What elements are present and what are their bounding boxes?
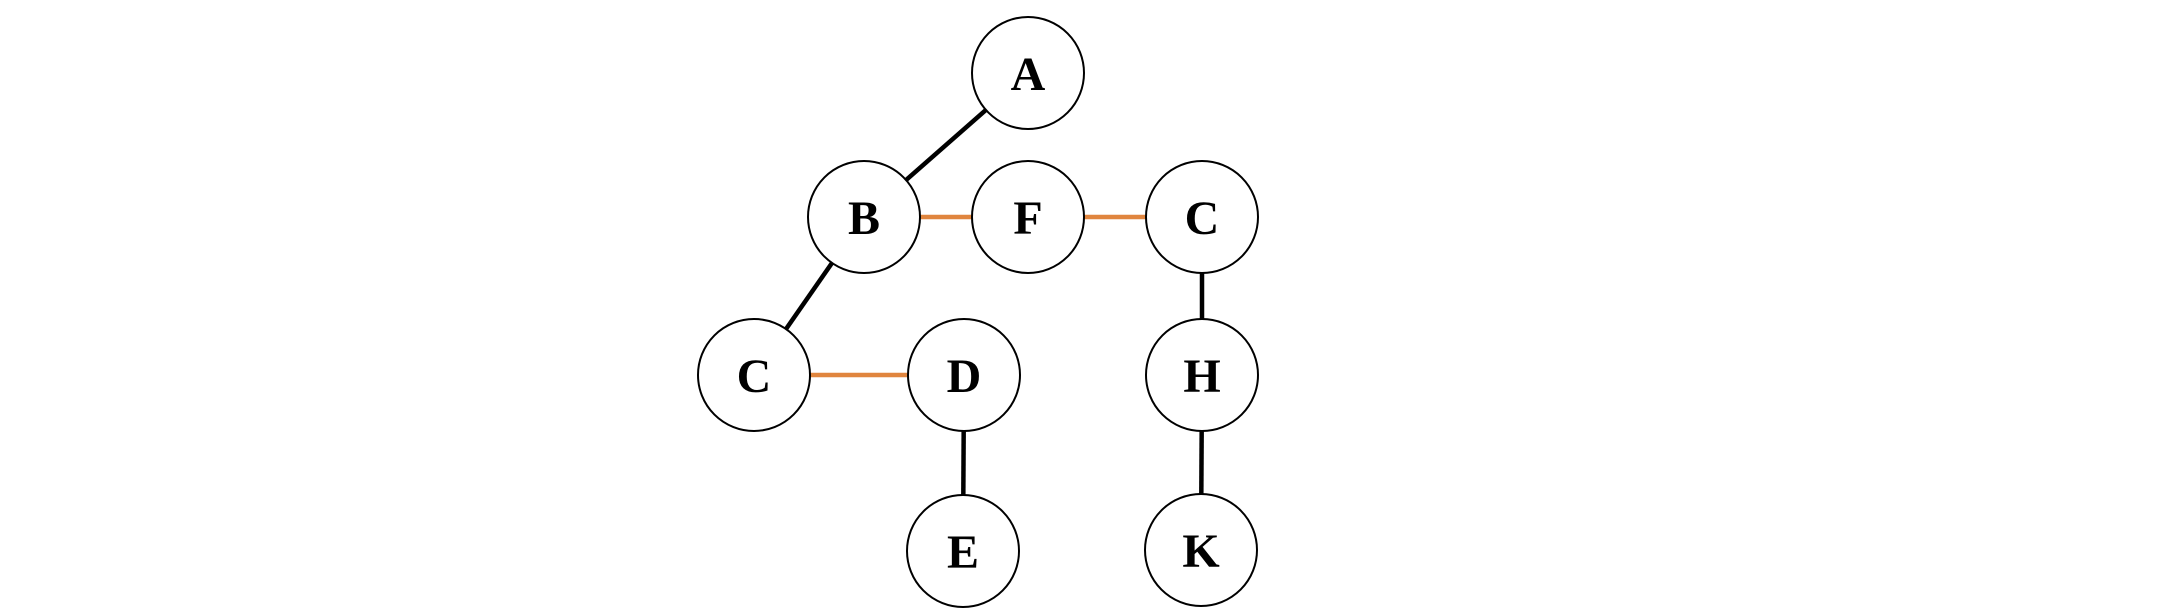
node-B-circle (807, 160, 921, 274)
node-A-label: A (1011, 48, 1046, 101)
node-B-label: B (848, 192, 880, 245)
node-C-right-label: C (1185, 192, 1220, 245)
node-C-left-circle (697, 318, 811, 432)
node-C-left-label: C (737, 350, 772, 403)
node-K-circle (1144, 493, 1258, 607)
node-D-circle (907, 318, 1021, 432)
node-E-label: E (947, 526, 979, 579)
node-C-right-circle (1145, 160, 1259, 274)
node-H-circle (1145, 318, 1259, 432)
node-H-label: H (1183, 350, 1220, 403)
node-K-label: K (1182, 525, 1219, 578)
node-D-label: D (947, 350, 982, 403)
node-F-label: F (1013, 192, 1042, 245)
node-E-circle (906, 494, 1020, 608)
node-F-circle (971, 160, 1085, 274)
node-A-circle (971, 16, 1085, 130)
